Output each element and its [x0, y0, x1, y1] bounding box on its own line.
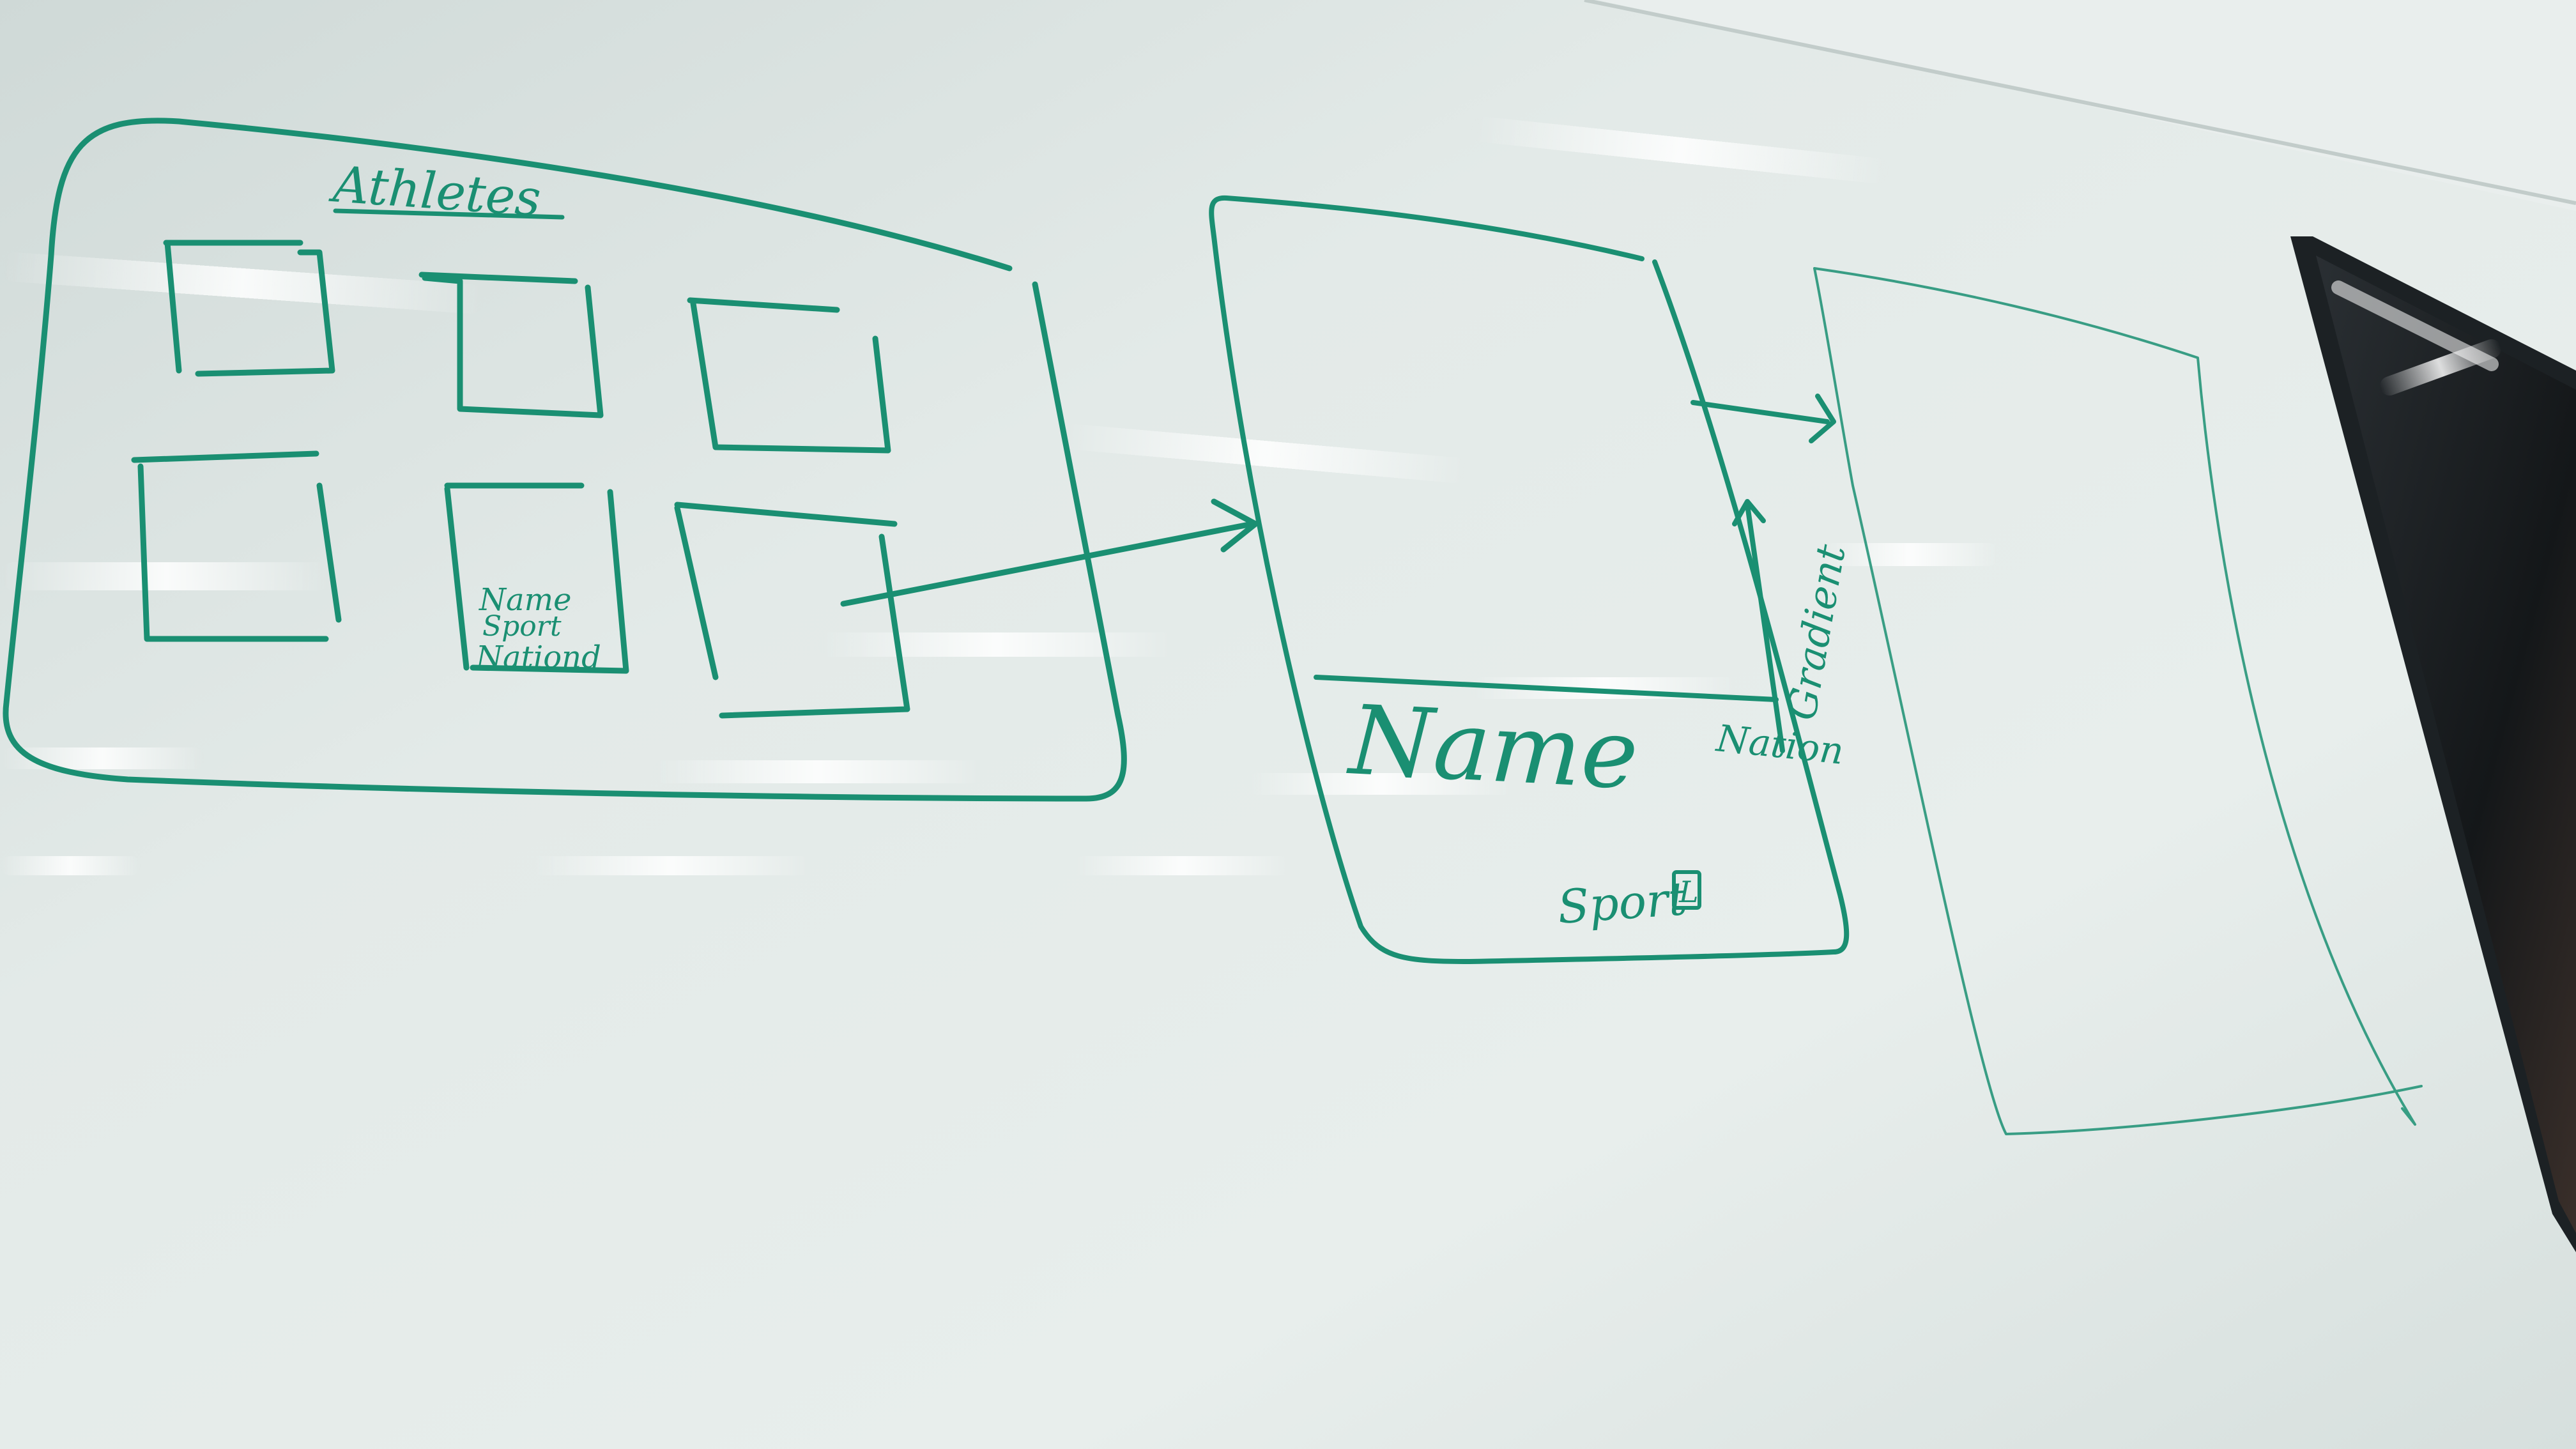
card-line-sport: Sport — [482, 610, 562, 643]
detail-sport-label: Sport — [1556, 871, 1689, 934]
sketch-athlete-detail — [1209, 195, 1850, 964]
detail-divider — [1314, 675, 1779, 702]
gradient-arrow — [1732, 499, 1785, 753]
card-line-nation: Nationd — [475, 640, 601, 675]
card-5 — [444, 482, 629, 674]
title-underline — [333, 208, 565, 220]
card-4 — [131, 450, 342, 642]
grid-outline — [3, 118, 1127, 802]
detail-name-label: Name — [1345, 685, 1641, 811]
card-1 — [163, 240, 335, 377]
sketch-athletes-grid — [3, 118, 1259, 802]
board-frame-line — [1584, 0, 2576, 205]
arrow-shaft — [840, 521, 1255, 607]
sketch-empty-frame — [1813, 267, 2423, 1135]
card-3 — [687, 297, 891, 454]
light-reflections — [0, 116, 2501, 875]
sport-icon-text: L — [1678, 875, 1699, 909]
detail-arrow-head — [1809, 394, 1836, 443]
sport-icon-box — [1672, 870, 1701, 910]
detail-arrow-shaft — [1690, 400, 1830, 424]
arrow-head — [1211, 498, 1259, 553]
card-2 — [418, 272, 604, 418]
detail-outline — [1209, 195, 1850, 964]
card-line-name: Name — [479, 582, 572, 618]
wall-monitor — [2290, 236, 2576, 1252]
